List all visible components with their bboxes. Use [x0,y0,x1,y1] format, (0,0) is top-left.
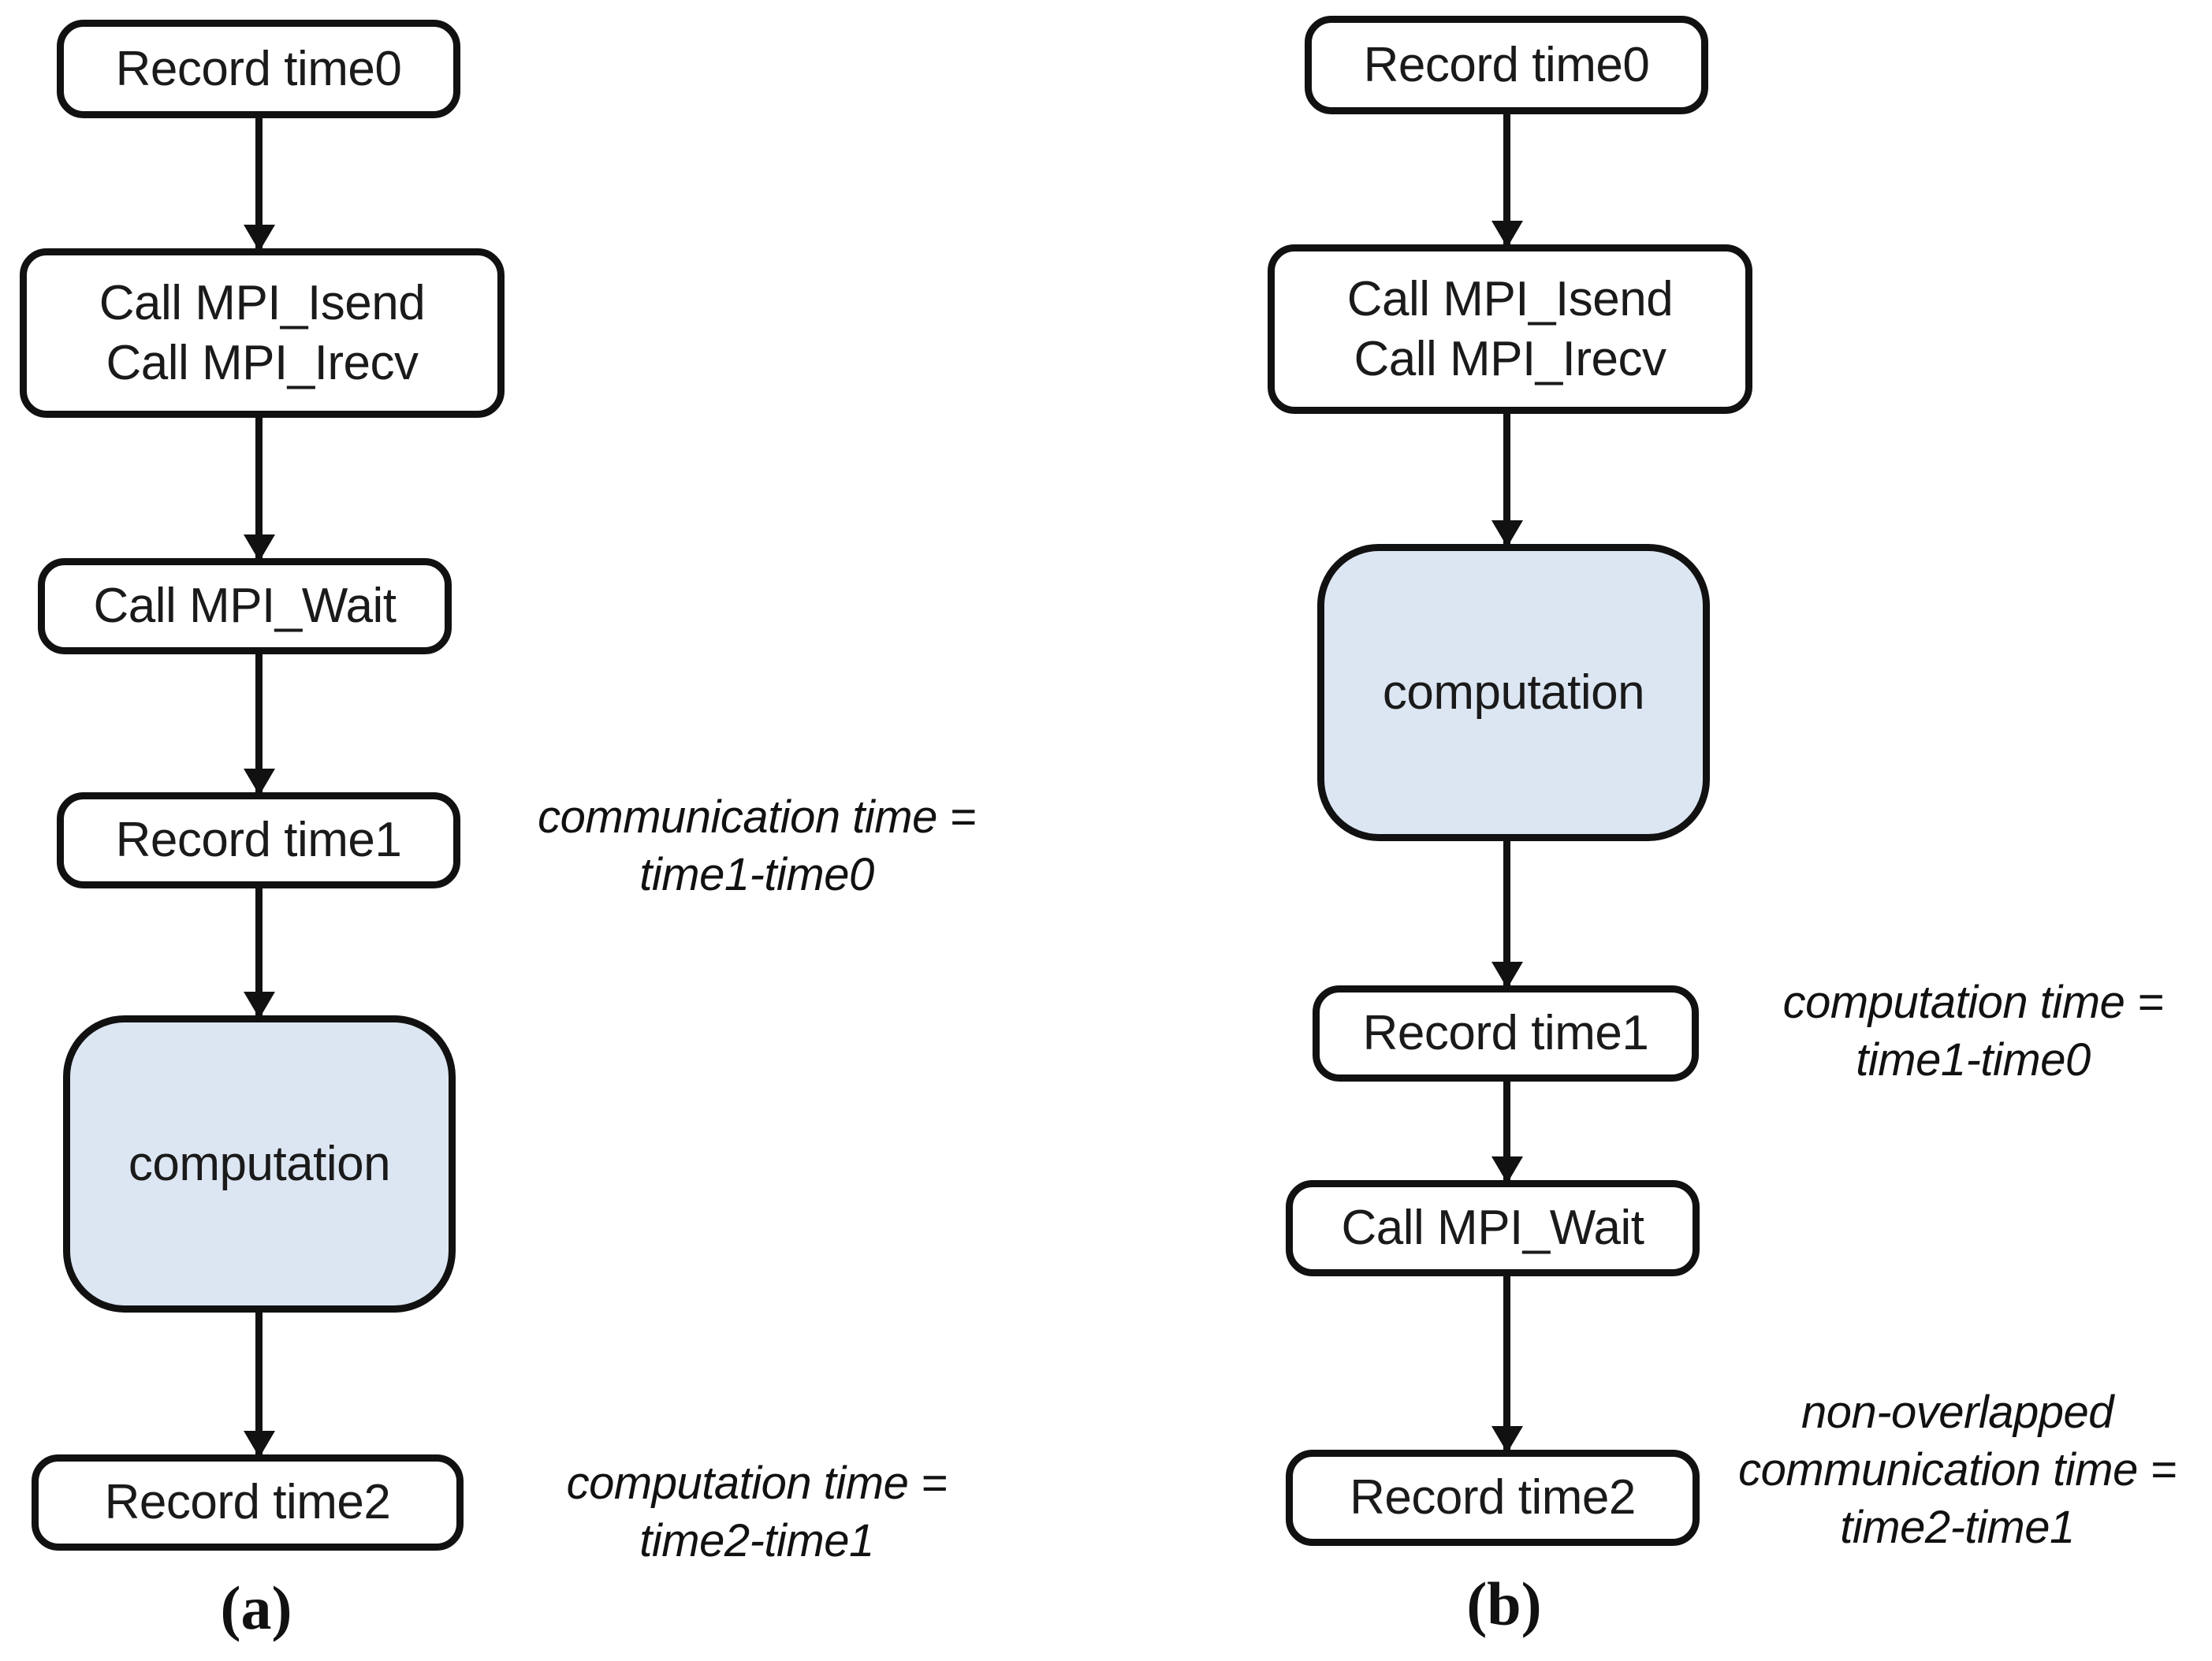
node-computation: computation [63,1015,456,1313]
annotation-non-overlapped-communication-time: non-overlapped communication time = time… [1738,1387,2177,1554]
node-computation-label: computation [1382,665,1645,720]
node-record-time0: Record time0 [1305,16,1708,114]
arrow-mpi-wait-to-record-time1 [255,654,263,792]
panel-a-caption: (a) [220,1573,292,1642]
node-record-time2: Record time2 [1286,1450,1700,1546]
node-record-time1-label: Record time1 [1362,1006,1649,1061]
annotation-computation-time: computation time = time2-time1 [566,1458,948,1567]
node-record-time0-label: Record time0 [115,41,402,96]
panel-b: Record time0 Call MPI_Isend Call MPI_Ire… [1106,0,2212,1661]
node-record-time1: Record time1 [57,792,460,888]
node-record-time1-label: Record time1 [115,813,402,868]
node-computation-label: computation [128,1136,391,1191]
node-record-time2-label: Record time2 [1350,1470,1636,1525]
arrow-computation-to-record-time1 [1503,841,1510,985]
node-mpi-wait: Call MPI_Wait [1286,1180,1700,1276]
arrow-record-time1-to-computation [255,888,263,1015]
node-record-time2-label: Record time2 [104,1475,391,1530]
arrow-mpi-nonblocking-to-computation [1503,414,1510,544]
arrow-record-time1-to-mpi-wait [1503,1082,1510,1180]
panel-b-caption: (b) [1466,1570,1542,1638]
node-record-time1: Record time1 [1313,985,1699,1082]
node-mpi-nonblocking-label: Call MPI_Isend Call MPI_Irecv [99,275,426,390]
arrow-computation-to-record-time2 [255,1313,263,1454]
arrow-record-time0-to-mpi-nonblocking [1503,114,1510,244]
node-mpi-wait-label: Call MPI_Wait [1341,1201,1644,1256]
node-mpi-nonblocking-label: Call MPI_Isend Call MPI_Irecv [1346,271,1674,386]
panel-a: Record time0 Call MPI_Isend Call MPI_Ire… [0,0,1106,1661]
node-mpi-wait: Call MPI_Wait [38,558,452,654]
node-mpi-nonblocking: Call MPI_Isend Call MPI_Irecv [20,248,505,418]
node-record-time2: Record time2 [32,1454,464,1551]
arrow-mpi-wait-to-record-time2 [1503,1276,1510,1450]
node-mpi-wait-label: Call MPI_Wait [93,579,397,634]
node-record-time0: Record time0 [57,20,460,118]
annotation-computation-time: computation time = time1-time0 [1782,977,2164,1086]
node-record-time0-label: Record time0 [1363,37,1650,92]
annotation-communication-time: communication time = time1-time0 [538,791,976,901]
node-mpi-nonblocking: Call MPI_Isend Call MPI_Irecv [1268,244,1752,414]
node-computation: computation [1317,544,1710,841]
arrow-record-time0-to-mpi-nonblocking [255,118,263,248]
arrow-mpi-nonblocking-to-mpi-wait [255,418,263,558]
